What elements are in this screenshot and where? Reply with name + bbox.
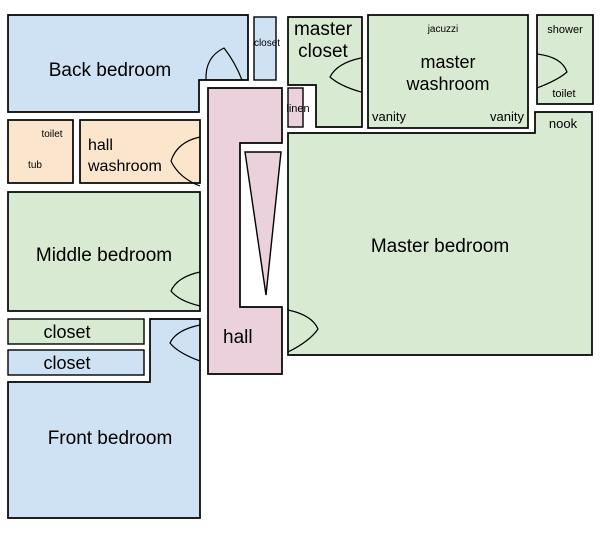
front-bedroom-label: Front bedroom — [48, 428, 173, 449]
vanity-right-label: vanity — [490, 109, 524, 124]
room-back-bedroom: Back bedroom — [7, 14, 249, 113]
tub-room-shape — [7, 119, 74, 184]
top-closet-shape — [253, 16, 277, 81]
master-washroom-shape — [367, 14, 529, 129]
shower-room-toilet-label: toilet — [552, 88, 575, 100]
master-bedroom-door-swing-icon — [287, 309, 319, 353]
front-bedroom-door-swing-icon — [169, 324, 201, 362]
master-bedroom-label: Master bedroom — [371, 236, 509, 257]
shower-label: shower — [547, 24, 583, 36]
back-bedroom-door-swing-icon — [205, 47, 243, 81]
top-closet-label: closet — [254, 38, 280, 49]
stairs-triangle-icon — [244, 151, 282, 296]
hall-label: hall — [223, 327, 253, 348]
middle-bedroom-door-swing-icon — [170, 271, 201, 307]
linen-closet-shape — [287, 87, 304, 128]
room-master-closet: master closet — [287, 16, 363, 128]
room-master-washroom: jacuzzi master washroom vanity vanity — [367, 14, 529, 129]
shower-room-shape — [536, 14, 594, 105]
middle-bedroom-label: Middle bedroom — [36, 245, 172, 266]
hall-washroom-label-line1: hall — [88, 137, 113, 154]
hall-shape — [207, 87, 283, 375]
master-closet-label-line2: closet — [298, 41, 348, 62]
master-closet-label-line1: master — [294, 19, 353, 40]
master-washroom-label-line1: master — [420, 52, 475, 72]
room-master-bedroom: Master bedroom nook — [287, 111, 593, 356]
room-hall-washroom: hall washroom — [79, 119, 201, 187]
tub-room-toilet-label: toilet — [41, 129, 62, 140]
closet-upper-shape — [7, 318, 145, 345]
room-front-bedroom: Front bedroom — [7, 318, 201, 519]
room-closet-upper: closet — [7, 318, 145, 345]
master-bedroom-shape — [287, 111, 593, 356]
back-bedroom-label: Back bedroom — [49, 60, 172, 81]
front-bedroom-shape — [7, 318, 201, 519]
room-closet-lower: closet — [7, 349, 145, 376]
nook-label: nook — [549, 116, 578, 131]
back-bedroom-shape — [7, 14, 249, 113]
master-closet-shape — [287, 16, 363, 128]
room-top-closet: closet — [253, 16, 280, 81]
closet-lower-shape — [7, 349, 145, 376]
shower-room-door-swing-icon — [536, 53, 568, 89]
room-hall: hall — [207, 87, 283, 375]
jacuzzi-label: jacuzzi — [427, 24, 459, 35]
closet-upper-label: closet — [43, 322, 90, 342]
room-middle-bedroom: Middle bedroom — [7, 191, 201, 312]
hall-washroom-door-swing-icon — [170, 136, 201, 187]
vanity-left-label: vanity — [372, 109, 406, 124]
hall-washroom-label-line2: washroom — [87, 158, 162, 175]
master-closet-door-swing-icon — [329, 57, 362, 93]
tub-label: tub — [28, 160, 42, 171]
closet-lower-label: closet — [43, 353, 90, 373]
master-washroom-label-line2: washroom — [405, 74, 489, 94]
room-shower-toilet: shower toilet — [536, 14, 594, 105]
linen-closet-label: linen — [286, 103, 309, 115]
room-linen-closet: linen — [286, 87, 310, 128]
hall-washroom-shape — [79, 119, 201, 184]
room-toilet-tub: toilet tub — [7, 119, 74, 184]
middle-bedroom-shape — [7, 191, 201, 312]
